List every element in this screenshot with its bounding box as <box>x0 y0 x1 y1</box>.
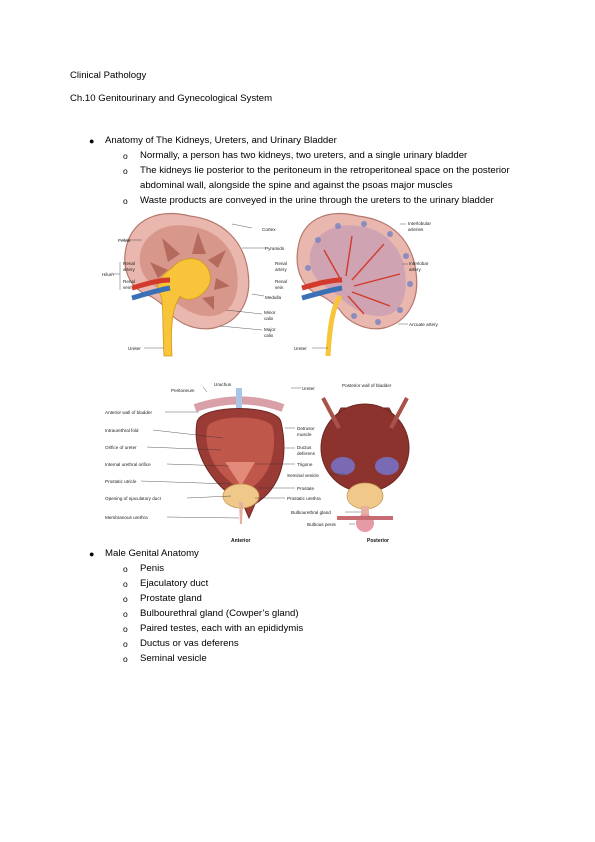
ureter-label: Ureter <box>128 346 141 351</box>
ductus-deferens-label: deferens <box>297 451 316 456</box>
posterior-wall-label: Posterior wall of bladder <box>342 383 392 388</box>
section2-item: Seminal vesicle <box>140 653 207 664</box>
posterior-caption: Posterior <box>367 538 389 544</box>
major-calix-label: calix <box>264 333 274 338</box>
section1-title: Anatomy of The Kidneys, Ureters, and Uri… <box>105 135 337 146</box>
major-calix-label: Major <box>264 327 276 332</box>
peritoneum-label: Peritoneum <box>171 388 195 393</box>
minor-calix-label: Minor <box>264 310 276 315</box>
detrusor-muscle-label: muscle <box>297 432 312 437</box>
sub-bullet-icon: o <box>123 564 128 574</box>
bladder-posterior-image <box>320 397 410 532</box>
section2-item: Ductus or vas deferens <box>140 638 239 649</box>
course-title: Clinical Pathology <box>70 70 147 81</box>
sub-bullet-icon: o <box>123 151 128 161</box>
interlobular-arteries-label: arteries <box>408 227 424 232</box>
trigone-label: Trigone <box>297 462 313 467</box>
anterior-caption: Anterior <box>231 538 251 544</box>
section2-item: Prostate gland <box>140 593 202 604</box>
sub-bullet-icon: o <box>123 609 128 619</box>
bullet-icon: ● <box>89 136 95 146</box>
ureter-label: Ureter <box>302 386 315 391</box>
anterior-wall-label: Anterior wall of bladder <box>105 410 152 415</box>
pelvis-label: Pelvis <box>118 238 131 243</box>
renal-artery-label: artery <box>123 267 135 272</box>
prostatic-utricle-label: Prostatic utricle <box>105 479 137 484</box>
arcuate-artery-label: Arcuate artery <box>409 322 439 327</box>
section2-title: Male Genital Anatomy <box>105 548 199 559</box>
section2-item: Bulbourethral gland (Cowper’s gland) <box>140 608 299 619</box>
interlobar-artery-label: artery <box>409 267 421 272</box>
prostatic-urethra-label: Prostatic urethra <box>287 496 321 501</box>
renal-artery-label: artery <box>275 267 287 272</box>
sub-bullet-icon: o <box>123 594 128 604</box>
renal-vein-label: vein <box>275 285 284 290</box>
sub-bullet-icon: o <box>123 166 128 176</box>
ejaculatory-duct-opening-label: Opening of ejaculatory duct <box>105 496 162 501</box>
sub-bullet-icon: o <box>123 624 128 634</box>
medulla-label: Medulla <box>265 295 282 300</box>
sub-bullet-icon: o <box>123 579 128 589</box>
prostate-label: Prostate <box>297 486 315 491</box>
intraurethral-fold-label: Intraurethral fold <box>105 428 139 433</box>
bladder-anatomy-figure: Urachus Peritoneum Ureter Posterior wall… <box>105 382 410 544</box>
sub-bullet-icon: o <box>123 654 128 664</box>
section1-item: Normally, a person has two kidneys, two … <box>140 150 468 161</box>
kidney-anatomy-figure: Cortex Pelvis Pyramids Hilum Renal arter… <box>102 212 439 357</box>
interlobar-artery-label: Interlobar <box>409 261 429 266</box>
orifice-of-ureter-label: Orifice of ureter <box>105 445 137 450</box>
interlobular-arteries-label: Interlobular <box>408 221 431 226</box>
hilum-label: Hilum <box>102 272 114 277</box>
detrusor-muscle-label: Detrusor <box>297 426 315 431</box>
renal-artery-label: Renal <box>123 261 135 266</box>
chapter-title: Ch.10 Genitourinary and Gynecological Sy… <box>70 93 273 104</box>
ductus-deferens-label: Ductus <box>297 445 312 450</box>
seminal-vesicle-label: Seminal vesicle <box>287 473 319 478</box>
ureter-label: Ureter <box>294 346 307 351</box>
section2-item: Penis <box>140 563 164 574</box>
cortex-label: Cortex <box>262 227 276 232</box>
section1-item: Waste products are conveyed in the urine… <box>140 195 494 206</box>
urachus-label: Urachus <box>214 382 232 387</box>
bulbous-penis-label: Bulbous penis <box>307 522 337 527</box>
section1-item: The kidneys lie posterior to the periton… <box>140 165 510 176</box>
renal-vein-label: vein <box>123 285 132 290</box>
minor-calix-label: calix <box>264 316 274 321</box>
renal-vein-label: Renal <box>275 279 287 284</box>
internal-urethral-orifice-label: Internal urethral orifice <box>105 462 151 467</box>
renal-artery-label: Renal <box>275 261 287 266</box>
renal-vein-label: Renal <box>123 279 135 284</box>
section2-item: Paired testes, each with an epididymis <box>140 623 304 634</box>
bulbourethral-gland-label: Bulbourethral gland <box>291 510 331 515</box>
membranous-urethra-label: Membranous urethra <box>105 515 148 520</box>
bladder-anterior-image <box>193 388 285 524</box>
sub-bullet-icon: o <box>123 639 128 649</box>
bullet-icon: ● <box>89 549 95 559</box>
section2-item: Ejaculatory duct <box>140 578 209 589</box>
section1-item-continuation: abdominal wall, alongside the spine and … <box>140 180 453 191</box>
pyramids-label: Pyramids <box>265 246 285 251</box>
kidney-cross-section-image <box>124 212 250 357</box>
sub-bullet-icon: o <box>123 196 128 206</box>
kidney-vascular-image <box>296 212 418 357</box>
